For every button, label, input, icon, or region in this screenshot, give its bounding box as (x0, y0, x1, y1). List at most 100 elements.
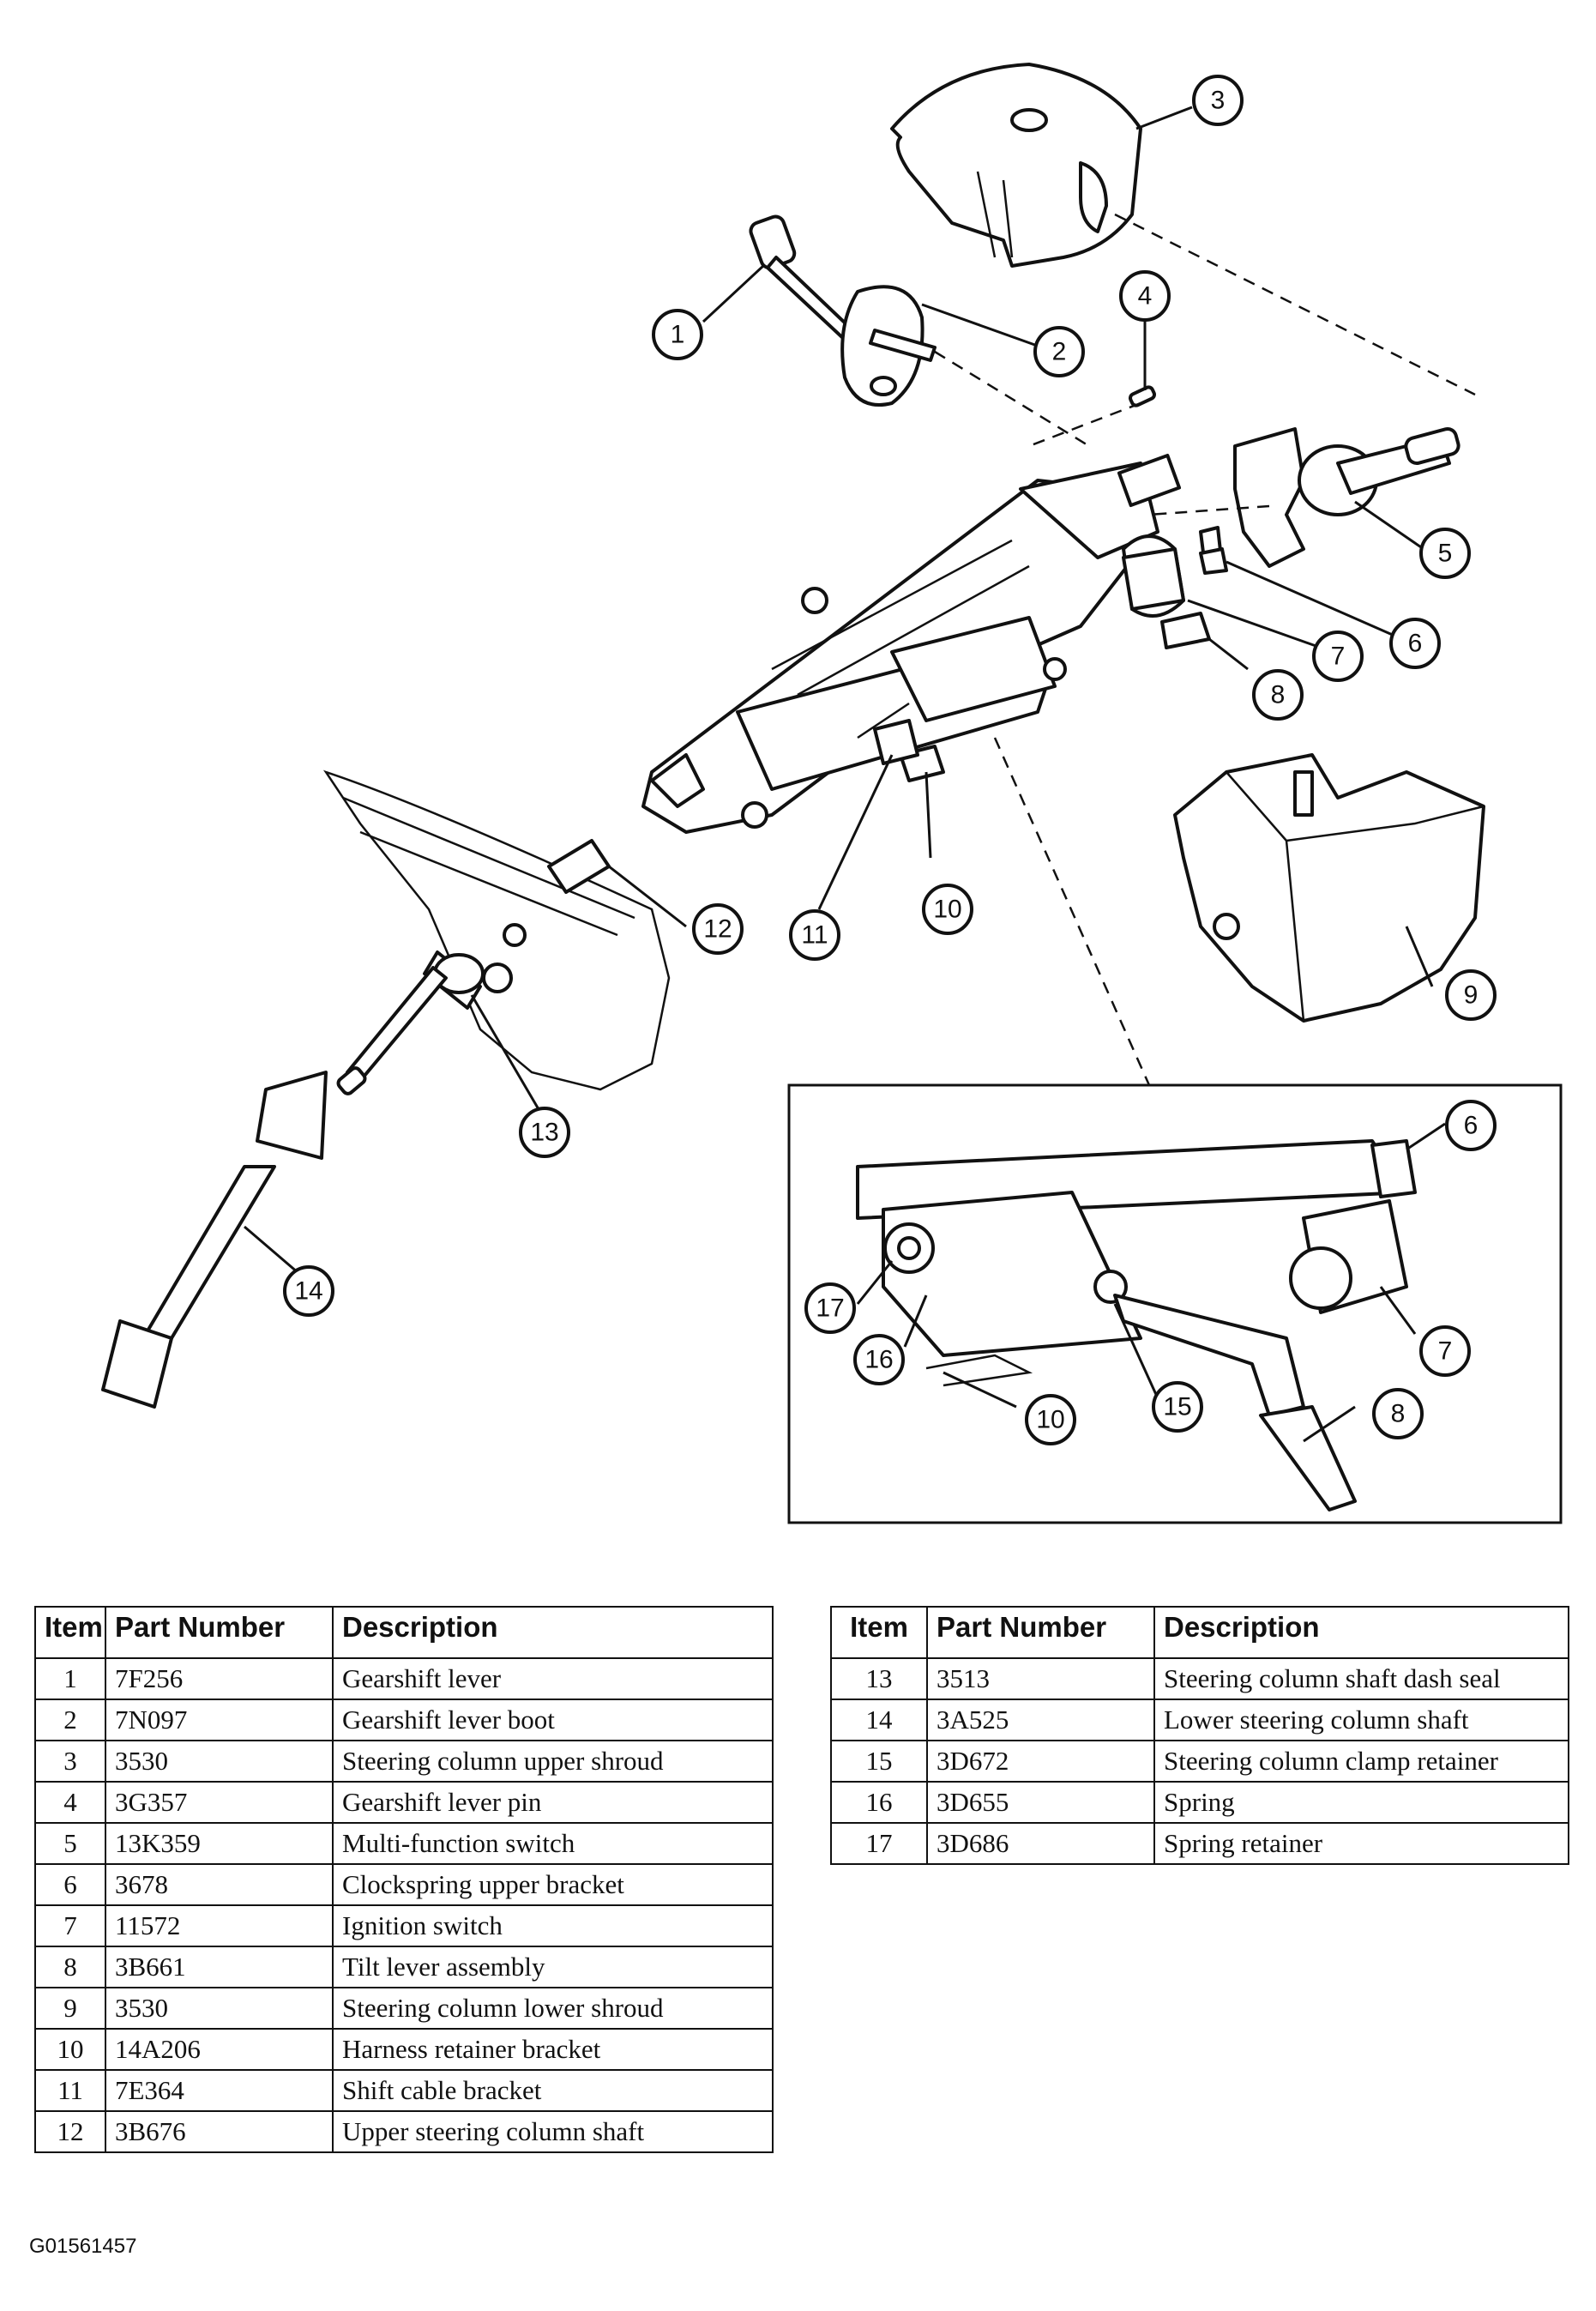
inset-callout-15: 15 (1152, 1381, 1203, 1433)
svg-text:13: 13 (530, 1119, 558, 1147)
part-number-cell: 3G357 (105, 1781, 334, 1824)
description-cell: Multi-function switch (332, 1822, 774, 1865)
svg-text:4: 4 (1138, 282, 1153, 311)
svg-text:10: 10 (933, 896, 961, 924)
part-number-cell: 7F256 (105, 1657, 334, 1700)
part-number-cell: 11572 (105, 1904, 334, 1947)
description-cell: Ignition switch (332, 1904, 774, 1947)
shift-cable-bracket-illustration (873, 719, 919, 765)
item-cell: 8 (34, 1946, 106, 1988)
table-header-row: Item Part Number Description (34, 1606, 774, 1659)
header-item: Item (34, 1606, 106, 1659)
svg-text:15: 15 (1163, 1393, 1191, 1421)
part-number-cell: 14A206 (105, 2028, 334, 2071)
header-item: Item (830, 1606, 928, 1659)
description-cell: Shift cable bracket (332, 2069, 774, 2112)
svg-text:6: 6 (1464, 1112, 1479, 1140)
clockspring-bracket-illustration (1199, 547, 1228, 575)
svg-text:2: 2 (1052, 338, 1067, 366)
part-number-cell: 3678 (105, 1863, 334, 1906)
multifunction-switch-illustration (1233, 426, 1460, 568)
upper-shroud-illustration (890, 63, 1142, 268)
description-cell: Clockspring upper bracket (332, 1863, 774, 1906)
gearshift-lever-illustration (749, 214, 937, 407)
inset-callout-7: 7 (1419, 1325, 1471, 1377)
steering-column-illustration (641, 453, 1224, 834)
lower-shaft-illustration (101, 966, 448, 1409)
table-header-row: Item Part Number Description (830, 1606, 1569, 1659)
inset-callout-17: 17 (804, 1282, 856, 1334)
description-cell: Steering column shaft dash seal (1153, 1657, 1569, 1700)
description-cell: Steering column clamp retainer (1153, 1740, 1569, 1783)
part-number-cell: 3D672 (926, 1740, 1155, 1783)
callout-13: 13 (519, 1107, 570, 1158)
item-cell: 17 (830, 1822, 928, 1865)
callout-4: 4 (1119, 270, 1171, 322)
part-number-cell: 3530 (105, 1740, 334, 1783)
svg-text:7: 7 (1438, 1337, 1453, 1366)
svg-text:3: 3 (1211, 87, 1226, 115)
item-cell: 12 (34, 2110, 106, 2153)
item-cell: 3 (34, 1740, 106, 1783)
item-cell: 4 (34, 1781, 106, 1824)
inset-callout-6: 6 (1445, 1100, 1497, 1151)
description-cell: Steering column lower shroud (332, 1987, 774, 2030)
inset-callout-16: 16 (853, 1334, 905, 1385)
item-cell: 16 (830, 1781, 928, 1824)
callout-11: 11 (789, 909, 840, 961)
callout-5: 5 (1419, 528, 1471, 579)
part-number-cell: 7N097 (105, 1699, 334, 1741)
svg-text:9: 9 (1464, 981, 1479, 1010)
description-cell: Gearshift lever (332, 1657, 774, 1700)
svg-text:1: 1 (671, 321, 685, 349)
header-description: Description (1153, 1606, 1569, 1659)
lower-shroud-illustration (1173, 753, 1485, 1023)
gearshift-pin-illustration (1128, 385, 1157, 407)
exploded-view-diagram: 1 2 3 4 5 6 7 8 9 10 11 12 13 14 6 7 8 1… (101, 63, 1563, 1524)
header-description: Description (332, 1606, 774, 1659)
description-cell: Tilt lever assembly (332, 1946, 774, 1988)
tilt-lever-illustration (1160, 612, 1211, 649)
item-cell: 10 (34, 2028, 106, 2071)
callout-10: 10 (922, 884, 973, 935)
svg-text:7: 7 (1331, 643, 1346, 671)
part-number-cell: 7E364 (105, 2069, 334, 2112)
svg-text:6: 6 (1408, 630, 1423, 658)
inset-callout-10: 10 (1025, 1394, 1076, 1445)
item-cell: 15 (830, 1740, 928, 1783)
svg-text:5: 5 (1438, 540, 1453, 568)
header-part-number: Part Number (926, 1606, 1155, 1659)
part-number-cell: 3D686 (926, 1822, 1155, 1865)
description-cell: Spring (1153, 1781, 1569, 1824)
svg-text:8: 8 (1391, 1400, 1406, 1428)
description-cell: Steering column upper shroud (332, 1740, 774, 1783)
description-cell: Gearshift lever boot (332, 1699, 774, 1741)
item-cell: 11 (34, 2069, 106, 2112)
description-cell: Lower steering column shaft (1153, 1699, 1569, 1741)
item-cell: 14 (830, 1699, 928, 1741)
part-number-cell: 3D655 (926, 1781, 1155, 1824)
item-cell: 7 (34, 1904, 106, 1947)
item-cell: 6 (34, 1863, 106, 1906)
item-cell: 5 (34, 1822, 106, 1865)
item-cell: 9 (34, 1987, 106, 2030)
item-cell: 2 (34, 1699, 106, 1741)
callout-8: 8 (1252, 669, 1304, 721)
svg-text:11: 11 (801, 921, 828, 950)
callout-3: 3 (1192, 75, 1244, 126)
svg-text:17: 17 (816, 1294, 844, 1323)
callout-6: 6 (1389, 618, 1441, 669)
part-number-cell: 13K359 (105, 1822, 334, 1865)
